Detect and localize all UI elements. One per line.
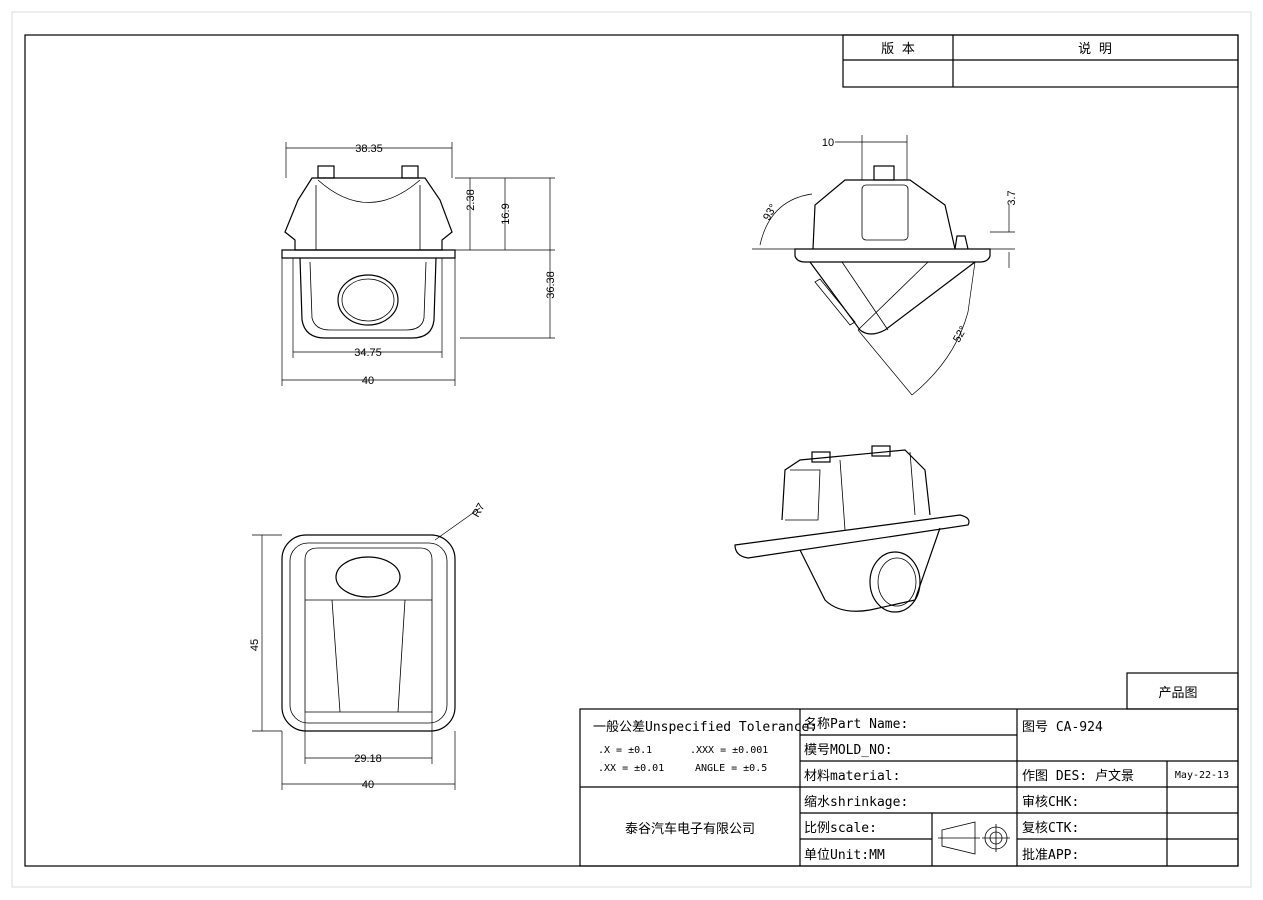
- front-view: 38.35 2.38 16.9 36.38 34.75 40: [281, 142, 557, 387]
- dim-2-38: 2.38: [465, 189, 477, 210]
- dim-10: 10: [822, 137, 834, 149]
- designer-label: 作图 DES: 卢文景: [1022, 768, 1134, 784]
- tolerance-x: .X = ±0.1: [598, 745, 652, 756]
- design-date: May-22-13: [1175, 770, 1229, 781]
- side-view: 10 93° 3.7 52°: [752, 135, 1018, 396]
- isometric-view: [734, 445, 970, 613]
- dim-36-38: 36.38: [545, 271, 557, 299]
- tolerance-title: 一般公差Unspecified Tolerance:: [593, 719, 817, 735]
- shrinkage-label: 缩水shrinkage:: [804, 794, 908, 810]
- scale-label: 比例scale:: [804, 821, 877, 836]
- company-name: 泰谷汽车电子有限公司: [625, 821, 755, 837]
- tolerance-xxx: .XXX = ±0.001: [690, 745, 768, 756]
- approve-label: 批准APP:: [1022, 848, 1079, 863]
- angle-93: 93°: [761, 202, 780, 222]
- mold-no-label: 模号MOLD_NO:: [804, 743, 893, 758]
- dim-r7: R7: [470, 501, 487, 519]
- unit-label: 单位Unit:MM: [804, 848, 885, 863]
- check-label: 审核CHK:: [1022, 795, 1079, 810]
- dim-40-top: 40: [362, 779, 374, 791]
- sheet-border: [11, 11, 1252, 888]
- revision-table: 版 本 说 明: [842, 34, 1239, 88]
- product-drawing-label: 产品图: [1158, 686, 1197, 701]
- projection-symbol-icon: [938, 821, 1010, 855]
- dim-16-9: 16.9: [500, 203, 512, 224]
- angle-52: 52°: [951, 324, 970, 344]
- tolerance-angle: ANGLE = ±0.5: [695, 763, 767, 774]
- drawing-number: 图号 CA-924: [1022, 720, 1103, 735]
- dim-29-18: 29.18: [354, 753, 382, 765]
- dim-45: 45: [249, 639, 261, 651]
- version-header: 版 本: [881, 42, 915, 57]
- tolerance-xx: .XX = ±0.01: [598, 763, 664, 774]
- dim-40-front: 40: [362, 375, 374, 387]
- dim-38-35: 38.35: [355, 143, 383, 155]
- title-block: 产品图 一般公差Unspecified Tolerance: .X = ±0.1…: [579, 672, 1239, 867]
- top-view: R7 45 29.18 40: [249, 501, 488, 791]
- drawing-frame: [24, 34, 1239, 867]
- material-label: 材料material:: [804, 769, 900, 784]
- dim-34-75: 34.75: [354, 347, 382, 359]
- ctk-label: 复核CTK:: [1022, 821, 1079, 836]
- part-name-label: 名称Part Name:: [804, 716, 908, 732]
- description-header: 说 明: [1078, 42, 1112, 57]
- dim-3-7: 3.7: [1006, 190, 1018, 205]
